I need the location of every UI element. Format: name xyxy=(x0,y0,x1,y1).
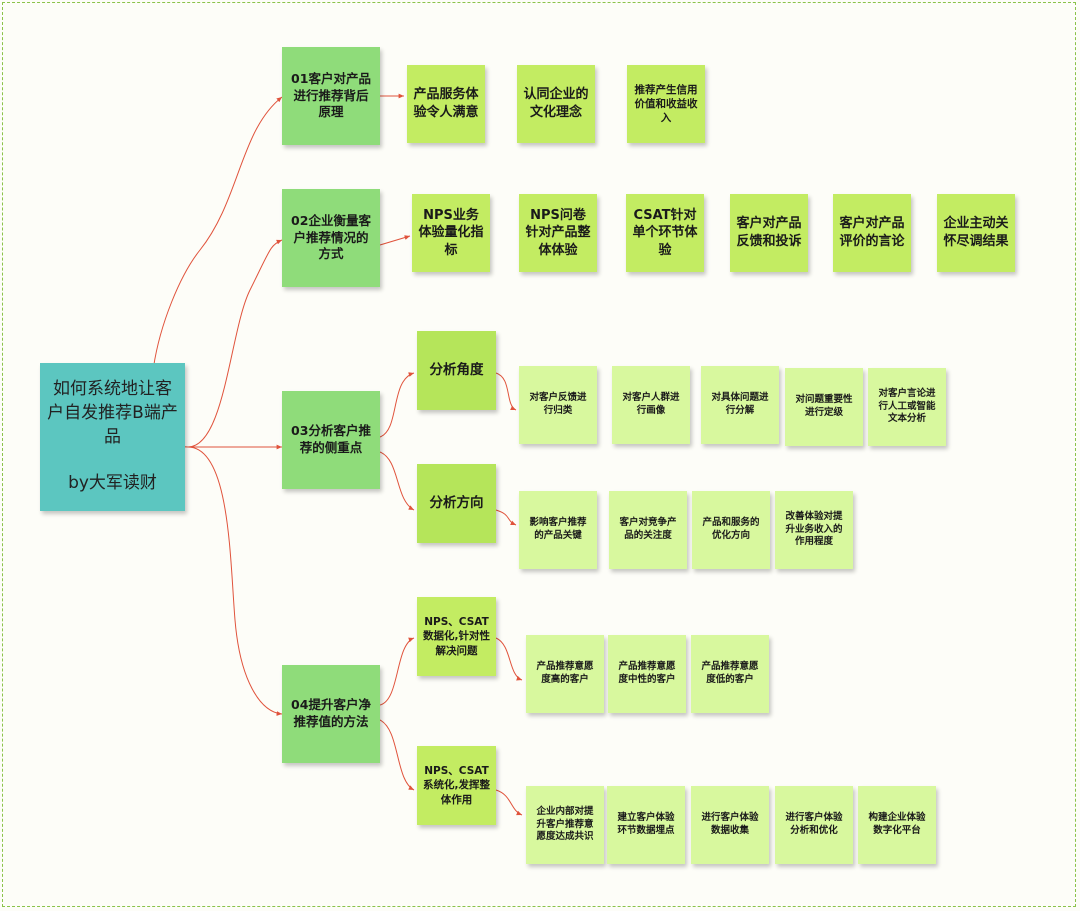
leaf-item: 对客户言论进行人工或智能文本分析 xyxy=(868,368,946,446)
link-03-g1 xyxy=(379,372,415,438)
root-title: 如何系统地让客户自发推荐B端产品 xyxy=(47,379,178,447)
leaf-item: 对客户反馈进行归类 xyxy=(519,366,597,444)
branch-02-item: NPS问卷针对产品整体体验 xyxy=(519,194,597,272)
leaf-item: 产品推荐意愿度低的客户 xyxy=(691,635,769,713)
link-04-g1-leaves xyxy=(495,637,523,681)
link-root-04 xyxy=(187,446,283,716)
branch-02-item: 企业主动关怀尽调结果 xyxy=(937,194,1015,272)
branch-01-item: 认同企业的文化理念 xyxy=(517,65,595,143)
root-author: by大军读财 xyxy=(68,472,157,493)
branch-02-node: 02企业衡量客户推荐情况的方式 xyxy=(282,189,380,287)
leaf-item: 产品和服务的优化方向 xyxy=(692,491,770,569)
branch-04-group-system: NPS、CSAT系统化,发挥整体作用 xyxy=(417,746,496,825)
branch-01-item: 推荐产生信用价值和收益收入 xyxy=(627,65,705,143)
branch-02-item: 客户对产品反馈和投诉 xyxy=(730,194,808,272)
link-03-g2-leaves xyxy=(495,509,517,526)
leaf-item: 产品推荐意愿度高的客户 xyxy=(526,635,604,713)
branch-01-item: 产品服务体验令人满意 xyxy=(407,65,485,143)
link-04-g1 xyxy=(379,637,415,706)
link-04-g2-leaves xyxy=(495,789,523,816)
link-03-g2 xyxy=(379,451,415,511)
leaf-item: 对问题重要性进行定级 xyxy=(785,368,863,446)
leaf-item: 进行客户体验数据收集 xyxy=(691,786,769,864)
leaf-item: 影响客户推荐的产品关键 xyxy=(519,491,597,569)
leaf-item: 建立客户体验环节数据埋点 xyxy=(607,786,685,864)
link-04-g2 xyxy=(379,719,415,791)
branch-02-item: 客户对产品评价的言论 xyxy=(833,194,911,272)
branch-01-node: 01客户对产品进行推荐背后原理 xyxy=(282,47,380,145)
leaf-item: 构建企业体验数字化平台 xyxy=(858,786,936,864)
leaf-item: 企业内部对提升客户推荐意愿度达成共识 xyxy=(526,786,604,864)
leaf-item: 进行客户体验分析和优化 xyxy=(775,786,853,864)
branch-02-item: NPS业务体验量化指标 xyxy=(412,194,490,272)
leaf-item: 对具体问题进行分解 xyxy=(701,366,779,444)
branch-02-item: CSAT针对单个环节体验 xyxy=(626,194,704,272)
leaf-item: 对客户人群进行画像 xyxy=(612,366,690,444)
leaf-item: 客户对竞争产品的关注度 xyxy=(609,491,687,569)
root-node: 如何系统地让客户自发推荐B端产品 by大军读财 xyxy=(40,363,185,511)
leaf-item: 改善体验对提升业务收入的作用程度 xyxy=(775,491,853,569)
link-02-leaf xyxy=(379,235,411,246)
leaf-item: 产品推荐意愿度中性的客户 xyxy=(608,635,686,713)
branch-03-group-direction: 分析方向 xyxy=(417,464,496,543)
link-03-g1-leaves xyxy=(495,372,517,411)
branch-04-node: 04提升客户净推荐值的方法 xyxy=(282,665,380,763)
branch-04-group-data: NPS、CSAT数据化,针对性解决问题 xyxy=(417,597,496,676)
branch-03-node: 03分析客户推荐的侧重点 xyxy=(282,391,380,489)
link-root-02 xyxy=(187,239,283,448)
branch-03-group-angle: 分析角度 xyxy=(417,331,496,410)
